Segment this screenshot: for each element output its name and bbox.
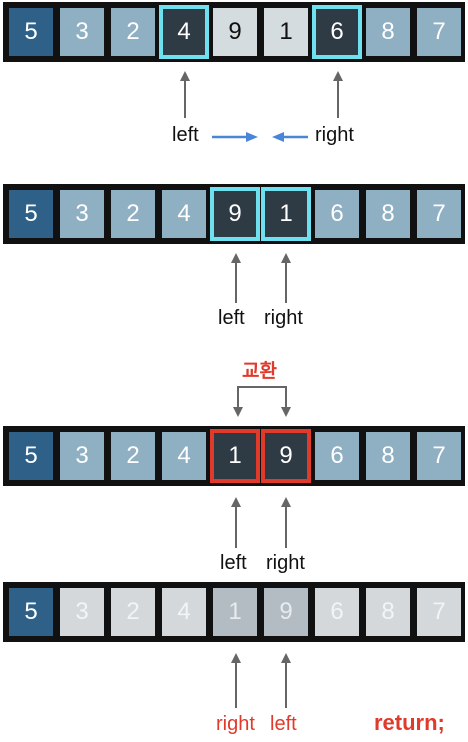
return-statement: return; [374,710,445,735]
array-cell: 8 [366,190,410,238]
array-cell: 3 [60,432,104,480]
right-pointer-label: right [266,552,305,574]
array-cell: 5 [9,432,53,480]
array-cell: 5 [9,8,53,56]
right-pointer-label: right [216,713,255,735]
array-cell: 7 [417,432,461,480]
array-cell: 4 [162,588,206,636]
array-cell: 7 [417,588,461,636]
array-cell: 1 [210,429,260,483]
array-cell: 6 [312,5,362,59]
array-cell: 1 [261,187,311,241]
array-cell: 2 [111,8,155,56]
array-cell: 8 [366,8,410,56]
array-cell: 2 [111,432,155,480]
array-cell: 4 [159,5,209,59]
swap-label: 교환 [242,361,277,382]
array-cell: 2 [111,588,155,636]
array-cell: 5 [9,588,53,636]
array-cell: 3 [60,190,104,238]
array-cell: 8 [366,432,410,480]
left-pointer-label: left [220,552,247,574]
array-cell: 9 [264,588,308,636]
array-cell: 6 [315,190,359,238]
right-pointer-label: right [264,307,303,329]
array-cell: 6 [315,588,359,636]
left-pointer-label: left [270,713,297,735]
array-cell: 4 [162,432,206,480]
array-cell: 1 [264,8,308,56]
array-cell: 8 [366,588,410,636]
array-cell: 3 [60,8,104,56]
array-cell: 9 [213,8,257,56]
array-cell: 9 [261,429,311,483]
left-pointer-label: left [218,307,245,329]
array-cell: 5 [9,190,53,238]
right-pointer-label: right [315,124,354,146]
swap-bracket [237,386,287,412]
left-pointer-label: left [172,124,199,146]
array-cell: 2 [111,190,155,238]
array-cell: 4 [162,190,206,238]
array-cell: 7 [417,190,461,238]
array-cell: 6 [315,432,359,480]
array-cell: 3 [60,588,104,636]
array-cell: 7 [417,8,461,56]
array-cell: 9 [210,187,260,241]
array-cell: 1 [213,588,257,636]
